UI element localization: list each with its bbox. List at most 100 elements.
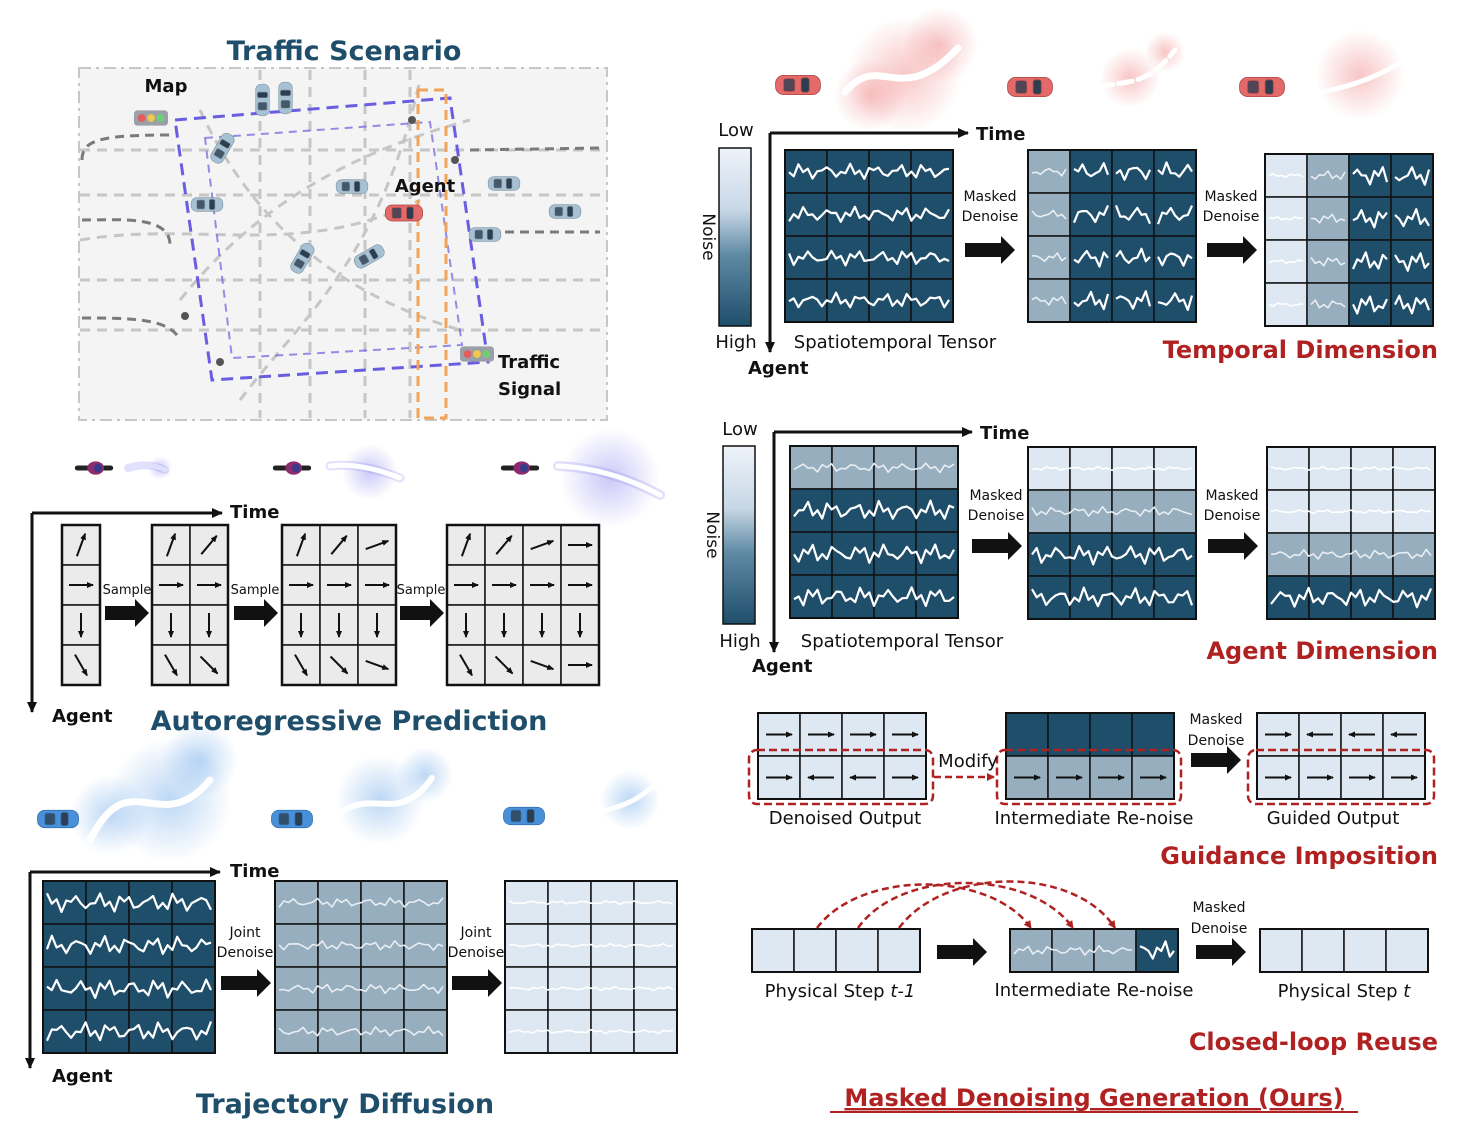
tensor-cell	[85, 1009, 130, 1054]
physical-step-next-grid	[1259, 928, 1429, 973]
joint-label: Joint	[460, 925, 492, 941]
motion-arrow	[74, 654, 88, 677]
agentdim-md-labels: Masked Denoise Masked Denoise	[968, 488, 1261, 524]
tensor-cell	[171, 923, 216, 968]
noise-wave	[508, 1028, 674, 1035]
noise-wave	[1268, 259, 1304, 264]
tensor-cell	[274, 966, 319, 1011]
tensor-cell	[1153, 235, 1197, 280]
tensor-cell	[1027, 532, 1071, 577]
physical-step-prev-grid	[751, 928, 921, 973]
step-border	[1009, 928, 1179, 973]
motion-arrow	[365, 539, 390, 551]
tensor-border	[784, 149, 954, 323]
tensor-cell	[128, 880, 173, 925]
tensor-grid	[274, 880, 448, 1054]
sample-label: Sample	[397, 583, 446, 598]
diff-agent-label: Agent	[52, 1066, 113, 1087]
intermediate-renoise-label: Intermediate Re-noise	[995, 808, 1194, 829]
step-cell	[1343, 928, 1387, 973]
motion-arrow	[294, 654, 308, 677]
guidance-md-label: Masked	[1189, 712, 1242, 728]
noise-wave	[278, 983, 444, 995]
noise-wave	[1013, 944, 1133, 956]
physical-step-next-label: Physical Step t	[1278, 981, 1412, 1002]
tensor-grid	[1266, 446, 1436, 620]
step-cell	[751, 928, 795, 973]
noise-wave	[45, 1021, 213, 1042]
noise-wave	[1115, 290, 1152, 310]
motion-arrow	[530, 659, 555, 671]
guidance-grid	[757, 712, 927, 800]
noise-wave	[1270, 465, 1432, 472]
ar-step-grid	[280, 523, 398, 687]
ar-step-grid	[60, 523, 102, 687]
closed-md-label: Masked	[1192, 900, 1245, 916]
guidance-title: Guidance Imposition	[1160, 842, 1438, 870]
tensor-border	[504, 880, 678, 1054]
tensor-cell	[1392, 532, 1436, 577]
agentdim-title: Agent Dimension	[1206, 637, 1438, 665]
tensor-grid	[1027, 149, 1197, 323]
temporal-grids	[784, 149, 1434, 327]
process-arrow	[937, 938, 987, 966]
reuse-arcs	[815, 880, 1117, 929]
tensor-cell	[915, 445, 959, 490]
guided-output-label: Guided Output	[1267, 808, 1400, 829]
noise-wave	[1352, 295, 1388, 315]
noise-wave	[1031, 252, 1067, 263]
tensor-grid	[42, 880, 216, 1054]
guidance-grid	[1256, 712, 1426, 800]
masked-denoise-label: Denoise	[1203, 209, 1260, 225]
masked-denoise-label: Denoise	[1204, 508, 1261, 524]
tensor-grid	[1264, 153, 1434, 327]
motion-arrow	[164, 654, 178, 677]
noise-wave	[1031, 167, 1067, 177]
guidance-grid-border	[1256, 712, 1426, 800]
modify-label: Modify	[938, 751, 998, 772]
tensor-cell	[868, 192, 912, 237]
noise-wave	[1157, 252, 1193, 267]
signal-label-1: Traffic	[498, 352, 560, 373]
noise-wave	[1310, 213, 1346, 224]
closed-renoise-grid	[1009, 928, 1179, 973]
motion-arrow	[199, 655, 219, 675]
temporal-tensor-label: Spatiotemporal Tensor	[794, 332, 997, 353]
noise-wave	[1270, 548, 1432, 560]
noise-wave	[508, 985, 674, 992]
motion-arrow	[165, 532, 177, 557]
temporal-low-label: Low	[718, 120, 753, 141]
noise-wave	[1394, 294, 1431, 315]
agent-label: Agent	[395, 176, 456, 197]
noise-wave	[1115, 166, 1152, 181]
noise-wave	[1073, 290, 1110, 311]
motion-arrow	[460, 532, 472, 557]
noise-wave	[1310, 256, 1346, 267]
ar-time-label: Time	[230, 502, 279, 523]
temporal-noise-bar	[718, 147, 752, 327]
process-arrow	[972, 532, 1022, 560]
closed-grids	[751, 928, 1429, 973]
tensor-cell	[1153, 489, 1197, 534]
tensor-cell	[831, 574, 875, 619]
tensor-border	[1027, 149, 1197, 323]
tensor-cell	[1390, 239, 1434, 284]
process-arrow	[234, 599, 278, 627]
tensor-cell	[1390, 153, 1434, 198]
noise-wave	[793, 499, 955, 520]
noise-wave	[1310, 170, 1346, 180]
tensor-grid	[1027, 446, 1197, 620]
guidance-grid	[1005, 712, 1175, 800]
step-cell	[877, 928, 921, 973]
noise-wave	[1270, 508, 1432, 515]
agentdim-agent-label: Agent	[752, 656, 813, 677]
motion-arrow	[75, 532, 87, 557]
noise-wave	[1394, 166, 1431, 186]
motion-arrow	[495, 535, 513, 555]
agentdim-high-label: High	[719, 631, 760, 652]
noise-wave	[787, 249, 950, 267]
traffic-map	[78, 67, 608, 421]
agentdim-grids	[789, 445, 1436, 620]
guidance-grid-border	[757, 712, 927, 800]
agentdim-tensor-label: Spatiotemporal Tensor	[801, 631, 1004, 652]
